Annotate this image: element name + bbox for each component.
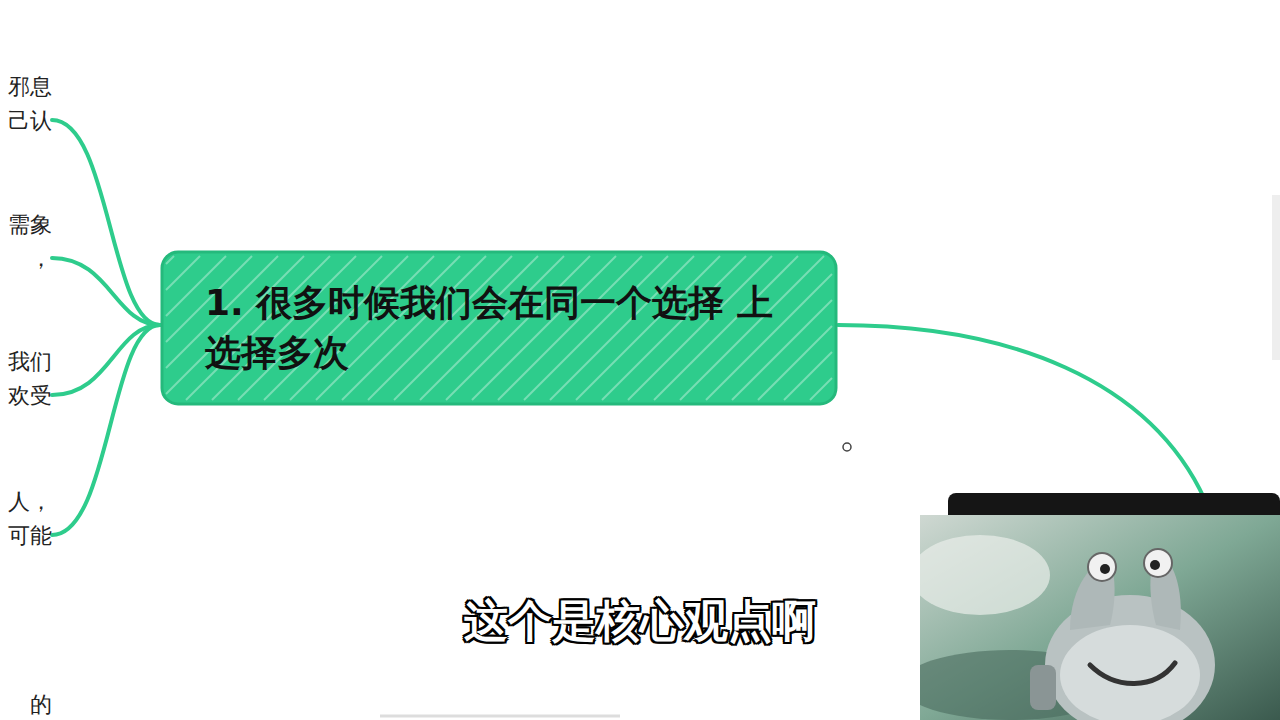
cursor-dot	[843, 443, 851, 451]
branch-text: 人， 可能	[4, 485, 52, 553]
topic-box: 1. 很多时候我们会在同一个选择 上选择多次	[160, 250, 838, 406]
branch-line	[52, 258, 160, 325]
bottom-mark	[380, 715, 620, 718]
box-fill	[160, 250, 838, 406]
branch-text: 的	[4, 688, 52, 720]
branch-line	[838, 325, 1205, 500]
subtitle-text: 这个是核心观点啊	[0, 592, 1280, 651]
branch-text: 邪息 己认	[4, 70, 52, 138]
branch-text: 我们 欢受	[4, 345, 52, 413]
scroll-mark	[1272, 195, 1280, 360]
branch-text: 需象 ，	[4, 208, 52, 276]
topic-text: 1. 很多时候我们会在同一个选择 上选择多次	[205, 278, 780, 378]
branch-line	[52, 325, 160, 535]
video-thumbnail	[920, 515, 1280, 720]
branch-line	[52, 120, 160, 325]
